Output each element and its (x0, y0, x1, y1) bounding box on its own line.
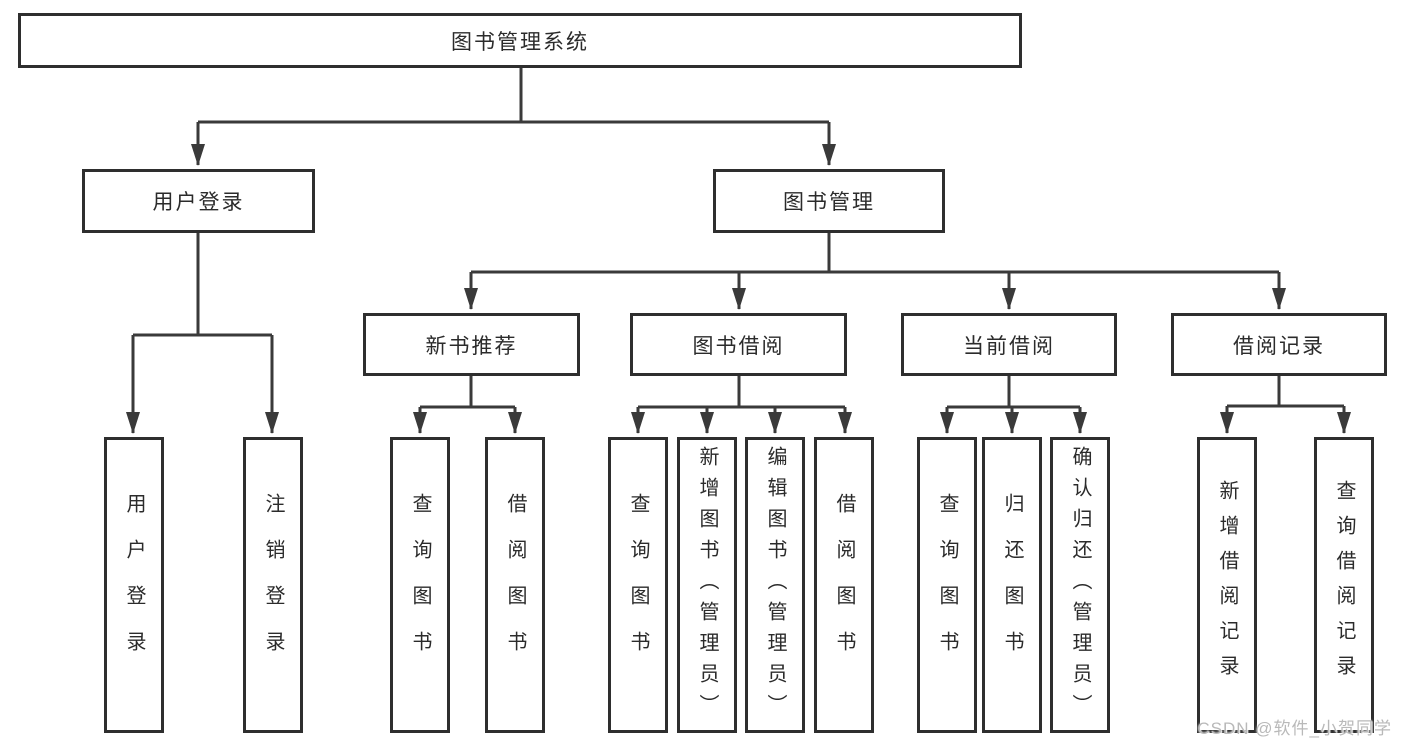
leaf-cb-query-books: 查询图书 (917, 437, 977, 733)
leaf-rec-query-record: 查询借阅记录 (1314, 437, 1374, 733)
leaf-nb-query-books-label: 查询图书 (409, 493, 431, 677)
leaf-nb-query-books: 查询图书 (390, 437, 450, 733)
csdn-watermark: CSDN @软件_小贺同学 (1197, 719, 1392, 738)
leaf-nb-borrow-books: 借阅图书 (485, 437, 545, 733)
leaf-nb-borrow-books-label: 借阅图书 (504, 493, 526, 677)
leaf-cb-return-books: 归还图书 (982, 437, 1042, 733)
leaf-bb-borrow-books-label: 借阅图书 (833, 493, 855, 677)
node-book-management: 图书管理 (713, 169, 945, 233)
node-user-login-branch: 用户登录 (82, 169, 315, 233)
node-current-borrowing: 当前借阅 (901, 313, 1117, 376)
node-book-borrowing: 图书借阅 (630, 313, 847, 376)
leaf-cb-confirm-return-admin-label: 确认归还（管理员） (1069, 445, 1091, 725)
node-borrowing-records: 借阅记录 (1171, 313, 1387, 376)
leaf-rec-query-record-label: 查询借阅记录 (1333, 480, 1355, 690)
leaf-bb-edit-books-admin-label: 编辑图书（管理员） (764, 445, 786, 725)
leaf-bb-borrow-books: 借阅图书 (814, 437, 874, 733)
leaf-bb-add-books-admin: 新增图书（管理员） (677, 437, 737, 733)
leaf-bb-query-books: 查询图书 (608, 437, 668, 733)
leaf-rec-add-record: 新增借阅记录 (1197, 437, 1257, 733)
leaf-bb-edit-books-admin: 编辑图书（管理员） (745, 437, 805, 733)
leaf-user-login: 用户登录 (104, 437, 164, 733)
leaf-user-login-label: 用户登录 (123, 493, 145, 677)
leaf-bb-add-books-admin-label: 新增图书（管理员） (696, 445, 718, 725)
node-book-management-label: 图书管理 (783, 191, 875, 214)
node-root-library-system: 图书管理系统 (18, 13, 1022, 68)
node-new-book-recommend: 新书推荐 (363, 313, 580, 376)
node-root-label: 图书管理系统 (451, 30, 589, 54)
leaf-cb-return-books-label: 归还图书 (1001, 493, 1023, 677)
node-current-borrowing-label: 当前借阅 (963, 334, 1055, 358)
leaf-logout-label: 注销登录 (262, 493, 284, 677)
node-book-borrowing-label: 图书借阅 (692, 334, 785, 358)
node-user-login-branch-label: 用户登录 (152, 191, 245, 214)
node-borrowing-records-label: 借阅记录 (1233, 334, 1325, 358)
leaf-bb-query-books-label: 查询图书 (627, 493, 649, 677)
leaf-rec-add-record-label: 新增借阅记录 (1216, 480, 1238, 690)
node-new-book-recommend-label: 新书推荐 (425, 334, 518, 358)
leaf-logout: 注销登录 (243, 437, 303, 733)
leaf-cb-confirm-return-admin: 确认归还（管理员） (1050, 437, 1110, 733)
leaf-cb-query-books-label: 查询图书 (936, 493, 958, 677)
